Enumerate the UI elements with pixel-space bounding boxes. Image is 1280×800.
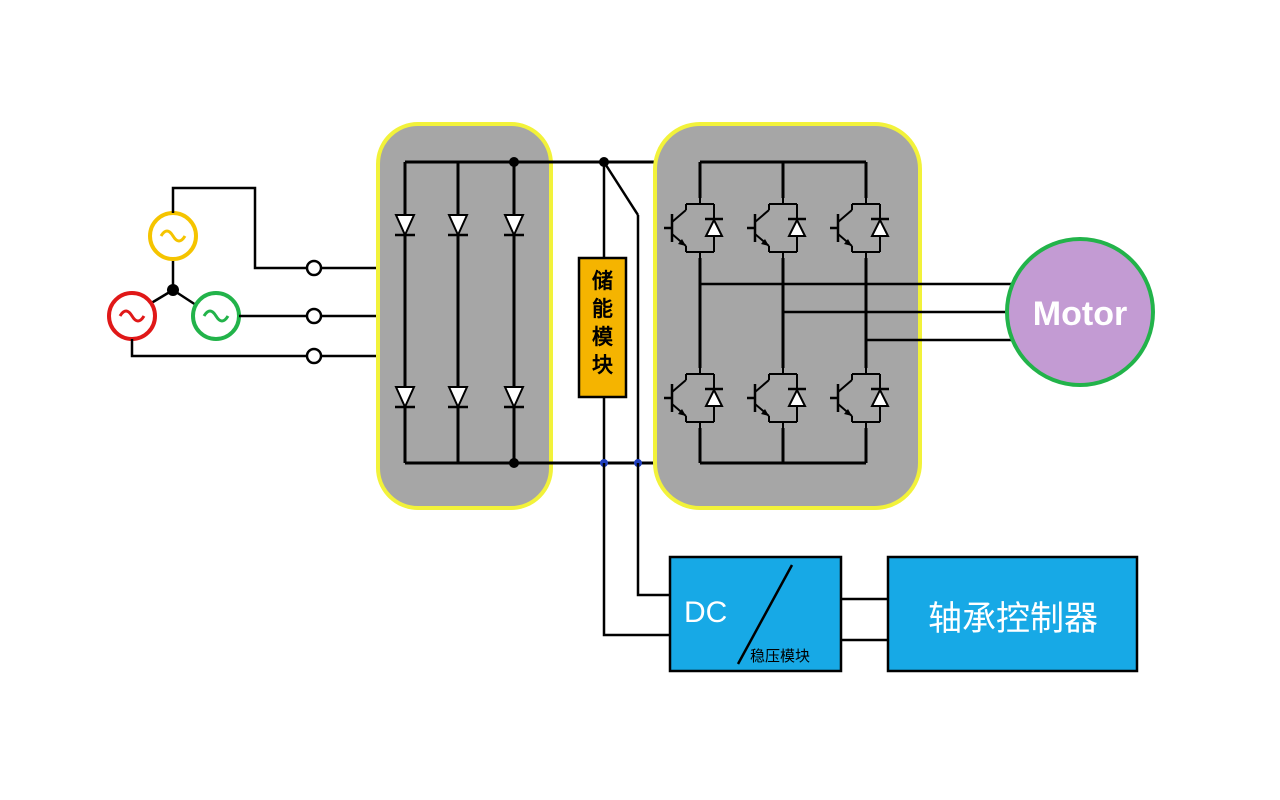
dc-regulator-module: DC 稳压模块	[668, 555, 843, 673]
regulator-label: 稳压模块	[750, 647, 810, 665]
dc-label: DC	[684, 596, 727, 629]
storage-label-char: 能	[592, 297, 613, 321]
energy-storage-module: 储 能 模 块	[577, 256, 628, 399]
terminal-icon	[305, 347, 323, 365]
junction-dot	[599, 157, 609, 167]
ac-source-icon	[107, 291, 157, 341]
ac-source-group	[107, 186, 514, 365]
terminal-icon	[305, 259, 323, 277]
ac-source-icon	[148, 211, 198, 261]
rectifier-panel	[376, 122, 553, 510]
bearing-controller: 轴承控制器	[886, 555, 1139, 673]
storage-label-char: 储	[592, 269, 613, 293]
terminal-icon	[305, 307, 323, 325]
storage-label-char: 块	[592, 353, 614, 377]
ac-source-icon	[191, 291, 241, 341]
inverter-panel	[653, 122, 1012, 510]
neutral-junction-dot	[167, 284, 179, 296]
dc-regulator-feed	[602, 463, 670, 637]
motor-label: Motor	[1033, 295, 1127, 333]
motor: Motor	[1005, 237, 1155, 387]
controller-label: 轴承控制器	[928, 599, 1098, 639]
storage-label-char: 模	[592, 325, 614, 349]
